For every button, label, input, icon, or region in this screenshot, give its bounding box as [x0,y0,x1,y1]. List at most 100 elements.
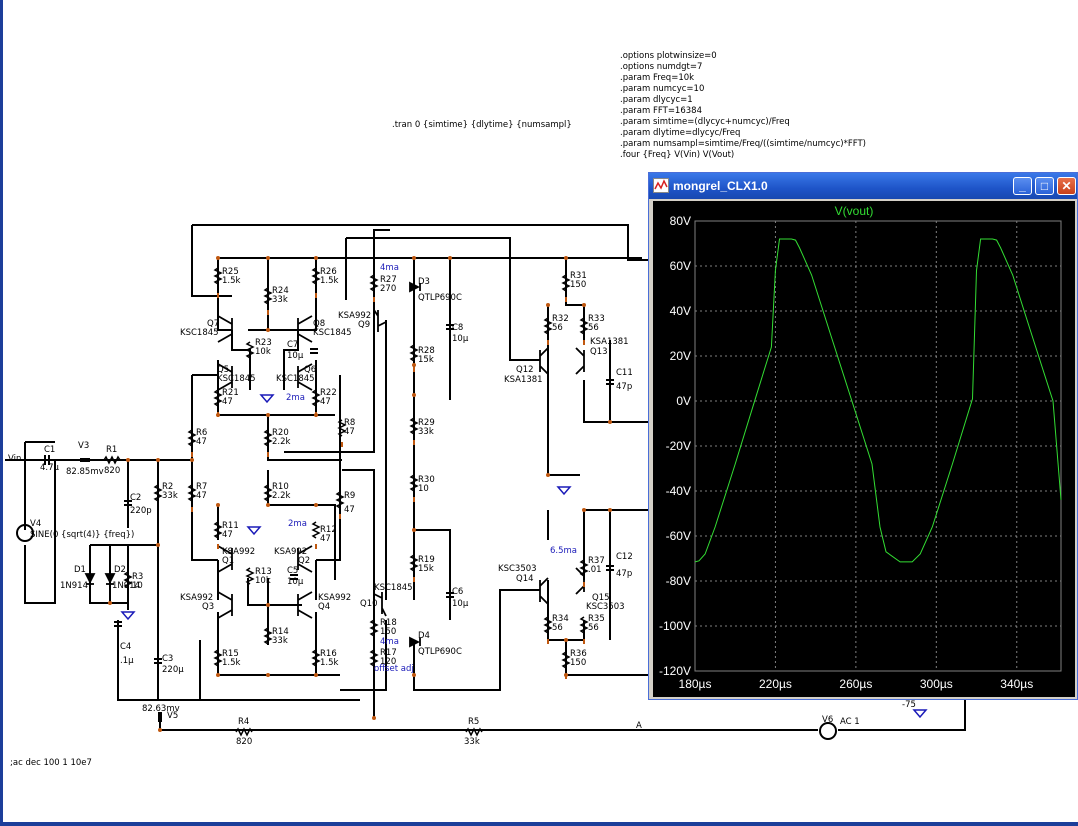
label-value[interactable]: 2.2k [272,437,291,447]
label-value[interactable]: .01 [588,565,602,575]
label-value[interactable]: 56 [588,623,599,633]
label-ref[interactable]: V6 [822,715,834,725]
label-ref[interactable]: R9 [344,491,356,501]
label-model[interactable]: KSC1845 [180,328,219,338]
label-ref[interactable]: R34 [552,614,569,624]
label-ref[interactable]: R12 [320,525,337,535]
label-model[interactable]: KSA992 [338,311,372,321]
label-ref[interactable]: V3 [78,441,90,451]
label-net[interactable]: A [636,721,642,731]
label-value[interactable]: 33k [418,427,434,437]
label-value[interactable]: 15k [418,564,434,574]
label-ref[interactable]: Q8 [313,319,326,329]
label-ref[interactable]: R14 [272,627,289,637]
label-annotation[interactable]: 6.5ma [550,546,578,556]
label-ref[interactable]: R22 [320,388,337,398]
label-ref[interactable]: R15 [222,649,239,659]
label-value[interactable]: 33k [464,737,480,747]
label-model[interactable]: QTLP690C [418,293,462,303]
label-ref[interactable]: V5 [167,711,179,721]
label-value[interactable]: 47p [616,382,633,392]
label-value[interactable]: 1.5k [320,658,339,668]
close-button[interactable]: ✕ [1057,177,1076,195]
label-model[interactable]: 1N914 [60,581,88,591]
label-model[interactable]: KSC1845 [313,328,352,338]
window-titlebar[interactable]: mongrel_CLX1.0 _ □ ✕ [649,173,1077,199]
label-value[interactable]: -75 [902,700,916,710]
label-ref[interactable]: Q1 [222,556,235,566]
label-ref[interactable]: Q14 [516,574,534,584]
label-ref[interactable]: R13 [255,567,272,577]
label-value[interactable]: 82.85mv [66,467,104,477]
label-value[interactable]: 1.5k [222,658,241,668]
label-ref[interactable]: R16 [320,649,337,659]
label-ref[interactable]: C5 [287,566,299,576]
label-annotation[interactable]: offset adj [374,664,414,674]
label-value[interactable]: 47p [616,569,633,579]
label-value[interactable]: 10 [132,581,143,591]
label-value[interactable]: 56 [552,623,563,633]
label-value[interactable]: 820 [104,466,121,476]
label-model[interactable]: KSC3503 [498,564,537,574]
label-value[interactable]: 10µ [452,599,469,609]
tran-directive[interactable]: .tran 0 {simtime} {dlytime} {numsampl} [392,120,572,130]
label-ref[interactable]: R17 [380,648,397,658]
label-value[interactable]: 1.5k [320,276,339,286]
label-value[interactable]: 47 [344,505,355,515]
label-value[interactable]: 10k [255,347,271,357]
label-annotation[interactable]: 4ma [380,263,399,273]
label-annotation[interactable]: 2ma [286,393,305,403]
label-value[interactable]: 47 [344,427,355,437]
label-ref[interactable]: C2 [130,493,142,503]
ac-directive[interactable]: ;ac dec 100 1 10e7 [10,758,92,768]
label-ref[interactable]: C8 [452,323,464,333]
label-ref[interactable]: Q10 [360,599,378,609]
label-ref[interactable]: C12 [616,552,633,562]
label-value[interactable]: 220µ [162,665,184,675]
label-model[interactable]: KSA992 [318,593,352,603]
label-ref[interactable]: R30 [418,475,435,485]
label-model[interactable]: KSA1381 [504,375,543,385]
label-ref[interactable]: R3 [132,572,144,582]
label-model[interactable]: KSC1845 [217,374,256,384]
label-model[interactable]: KSC1845 [276,374,315,384]
label-value[interactable]: 47 [196,437,207,447]
label-value[interactable]: 150 [570,280,587,290]
label-value[interactable]: 2.2k [272,491,291,501]
label-value[interactable]: 56 [552,323,563,333]
label-value[interactable]: 33k [272,295,288,305]
label-value[interactable]: 4.7µ [40,463,59,473]
label-ref[interactable]: Q7 [207,319,220,329]
series-line-vout[interactable] [694,238,1062,563]
label-ref[interactable]: Q15 [592,593,610,603]
label-ref[interactable]: R29 [418,418,435,428]
label-ref[interactable]: C11 [616,368,633,378]
label-model[interactable]: KSA992 [274,547,308,557]
label-ref[interactable]: R37 [588,556,605,566]
label-ref[interactable]: Q13 [590,347,608,357]
label-annotation[interactable]: 2ma [288,519,307,529]
label-value[interactable]: 47 [320,534,331,544]
label-value[interactable]: 47 [196,491,207,501]
label-value[interactable]: 10 [418,484,429,494]
label-ref[interactable]: Q4 [318,602,331,612]
label-model[interactable]: QTLP690C [418,647,462,657]
label-annotation[interactable]: 4ma [380,637,399,647]
label-value[interactable]: 270 [380,284,397,294]
label-ref[interactable]: D2 [114,565,126,575]
label-value[interactable]: .1µ [120,656,134,666]
label-value[interactable]: 820 [236,737,253,747]
label-value[interactable]: 15k [418,355,434,365]
label-ref[interactable]: R32 [552,314,569,324]
label-net[interactable]: Vin [8,454,22,464]
label-value[interactable]: 47 [320,397,331,407]
label-ref[interactable]: R20 [272,428,289,438]
label-value[interactable]: 10k [255,576,271,586]
label-ref[interactable]: R24 [272,286,289,296]
label-ref[interactable]: R1 [106,445,118,455]
label-model[interactable]: 1N914 [112,581,140,591]
label-ref[interactable]: R8 [344,418,356,428]
